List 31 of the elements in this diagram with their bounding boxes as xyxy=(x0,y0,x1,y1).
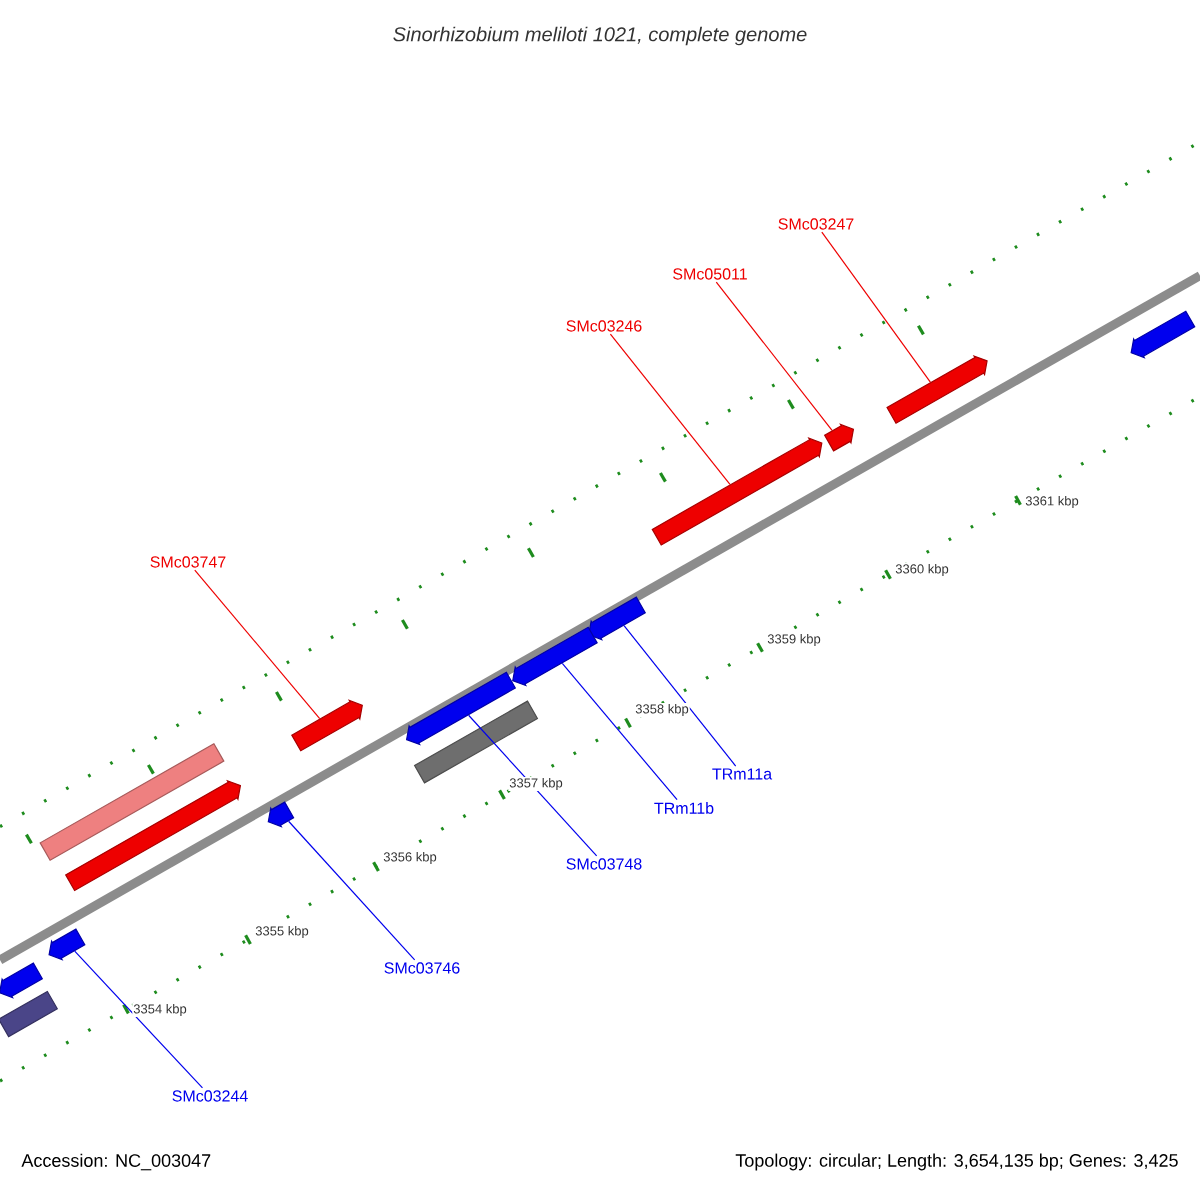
footer-text: Topology: circular; Length: 3,654,135 bp; Genes: 3,425 xyxy=(735,1153,1178,1171)
leader-line xyxy=(623,625,737,767)
gene-label: SMc03244 xyxy=(172,1090,248,1102)
gene-block xyxy=(512,626,598,687)
gene-block xyxy=(267,801,295,828)
gene-block xyxy=(886,354,988,424)
gene-label: SMc05011 xyxy=(673,268,747,280)
leader-line xyxy=(821,231,931,383)
gene-label: SMc03747 xyxy=(150,556,226,568)
leader-line xyxy=(194,569,321,720)
gene-block xyxy=(1130,310,1196,359)
gene-block xyxy=(48,928,86,961)
gene-block xyxy=(588,596,647,641)
gene-label: SMc03247 xyxy=(778,218,854,230)
leader-line xyxy=(288,820,416,961)
leader-line xyxy=(561,662,678,801)
gene-block xyxy=(291,699,363,752)
gene-label: TRm11b xyxy=(654,802,714,814)
leader-line xyxy=(468,714,598,857)
leader-line xyxy=(74,950,204,1089)
gene-label: SMc03246 xyxy=(566,320,642,332)
gene-block xyxy=(0,962,44,999)
leader-line xyxy=(609,333,731,485)
gene-label: SMc03748 xyxy=(566,858,642,870)
leader-line xyxy=(715,281,833,431)
gene-block xyxy=(651,437,823,546)
gene-block xyxy=(823,423,855,452)
gene-label: TRm11a xyxy=(712,768,773,780)
title: Sinorhizobium meliloti 1021, complete genome xyxy=(393,26,807,46)
footer-text: Accession: NC_003047 xyxy=(21,1153,211,1171)
gene-label: SMc03746 xyxy=(384,962,460,974)
